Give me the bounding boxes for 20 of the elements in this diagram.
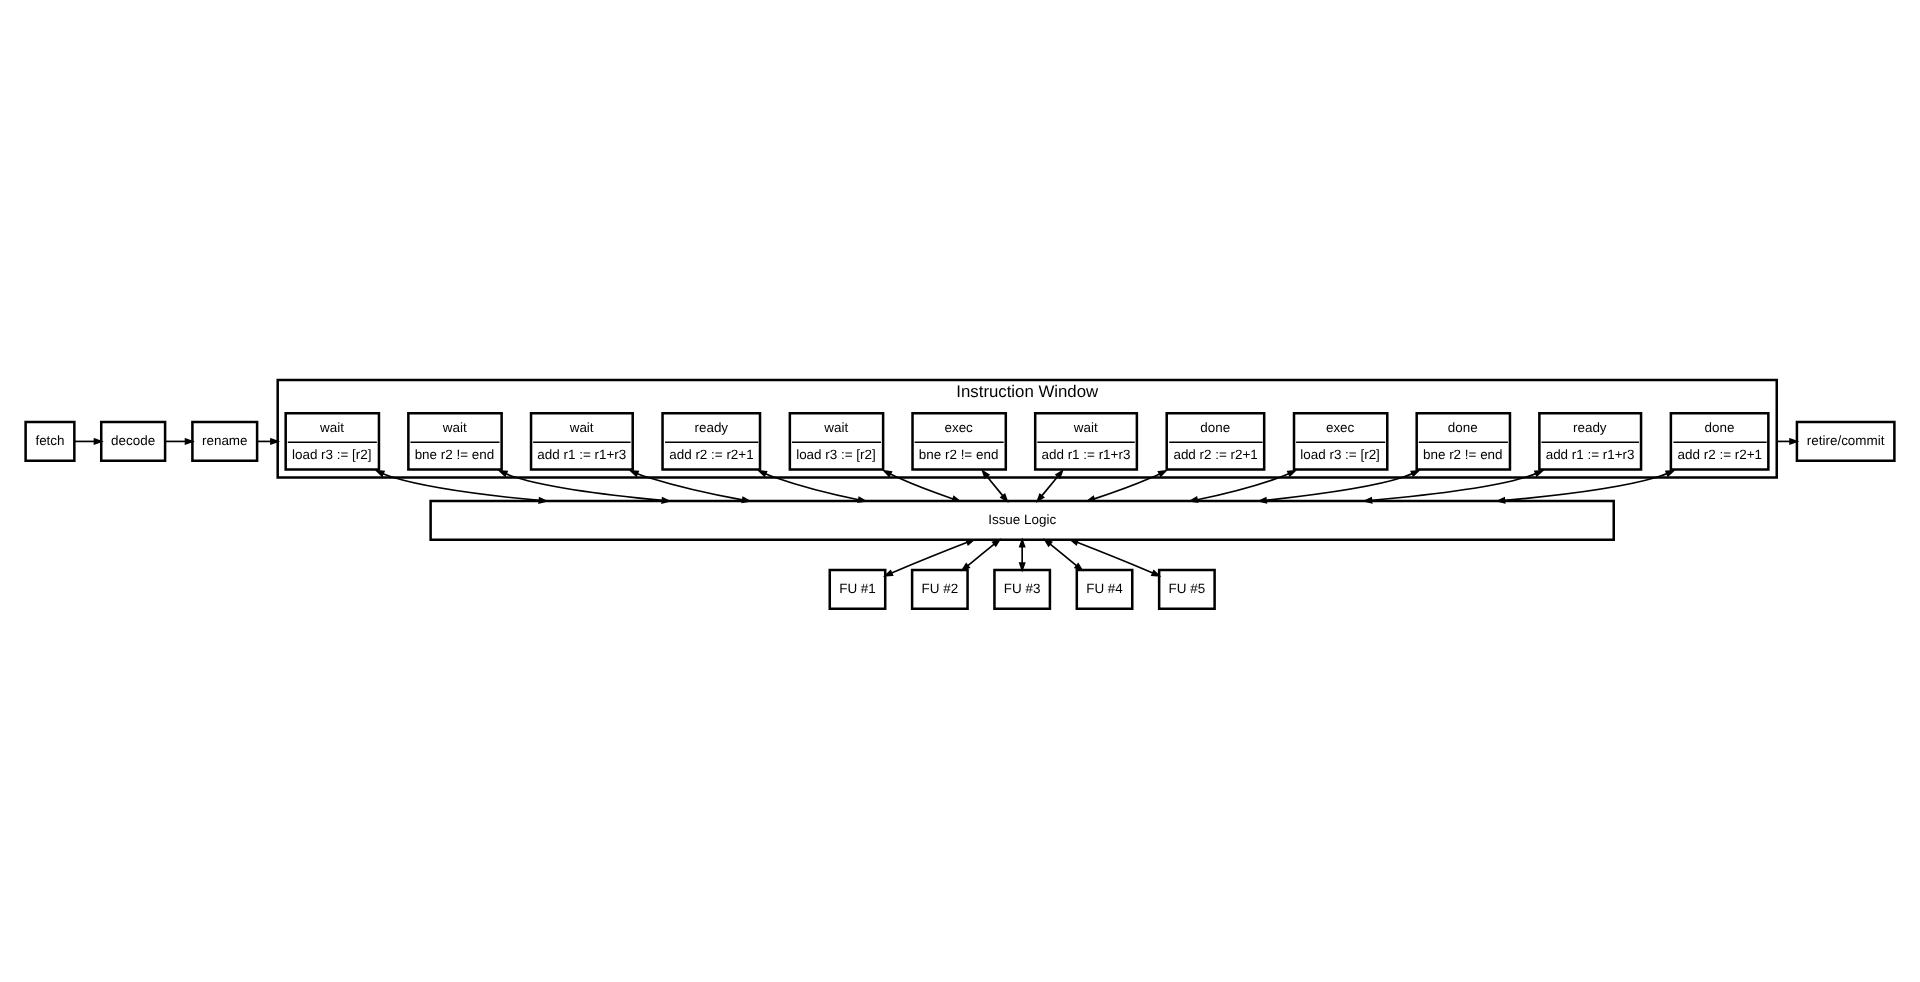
arrow [1256, 469, 1421, 504]
arrow [497, 469, 672, 504]
arrow [1362, 469, 1545, 504]
arrow [1042, 538, 1084, 572]
arrow [1035, 469, 1064, 504]
arrow [757, 469, 868, 504]
arrow [164, 437, 195, 445]
arrow [1018, 537, 1026, 573]
arrow [628, 469, 752, 504]
arrow [256, 437, 281, 445]
arrow [1187, 469, 1298, 504]
arrow [960, 538, 1002, 572]
arrow [981, 469, 1009, 504]
arrow [1068, 538, 1162, 577]
arrow [1495, 469, 1676, 504]
arrow [73, 437, 104, 445]
arrow [1085, 469, 1168, 503]
arrow [374, 469, 549, 504]
arrow [881, 469, 962, 503]
arrow [883, 538, 976, 577]
